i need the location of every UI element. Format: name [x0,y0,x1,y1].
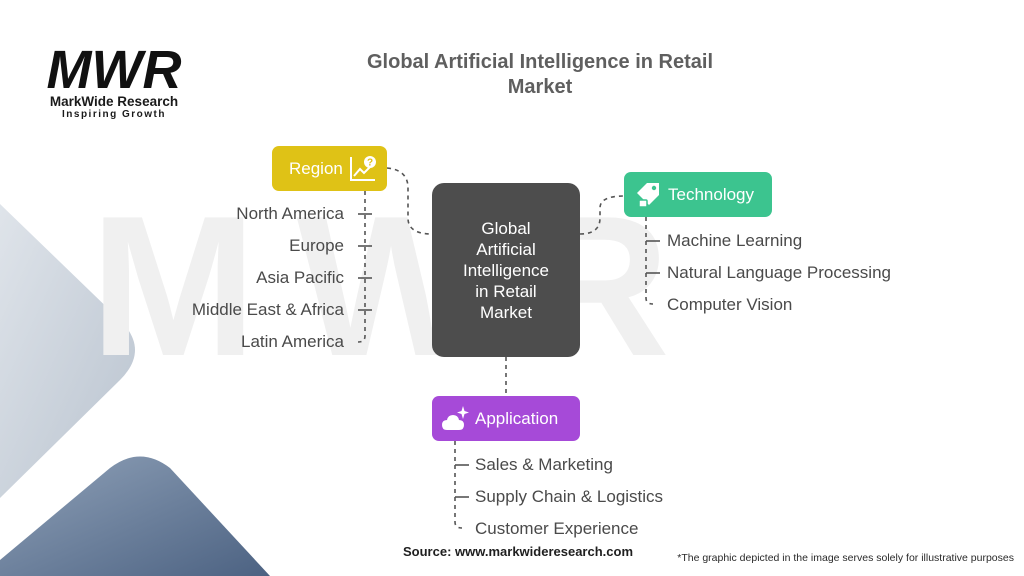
disclaimer-note: *The graphic depicted in the image serve… [677,552,1014,564]
application-label: Application [475,408,559,428]
application-pill: Application [432,396,580,441]
connector-region-rail [357,191,366,343]
title-line-2: Market [507,76,573,98]
connector-tech-center [579,195,625,235]
technology-item: Natural Language Processing [667,263,891,282]
technology-item: Machine Learning [667,231,803,250]
center-line: Intelligence [462,260,549,280]
application-item: Customer Experience [475,519,639,538]
technology-item: Computer Vision [667,295,793,314]
region-item: Europe [289,236,344,255]
center-line: in Retail [475,281,537,301]
connector-tech-rail [645,217,654,305]
region-label: Region [289,158,343,178]
chart-question-icon: ? [350,156,376,181]
region-item: North America [236,204,344,223]
region-item: Asia Pacific [256,268,344,287]
application-item: Sales & Marketing [475,455,613,474]
logo-tagline: Inspiring Growth [62,109,166,120]
brand-logo: MWR MarkWide Research Inspiring Growth [34,40,194,120]
center-title: Global Artificial Intelligence in Retail… [451,218,561,323]
logo-mark-icon: MWR [47,40,182,100]
region-item: Latin America [241,332,344,351]
svg-text:MWR: MWR [47,40,182,94]
bg-shape-light [0,204,135,498]
center-node: Global Artificial Intelligence in Retail… [432,183,580,357]
sparkle-cloud-icon [442,406,469,430]
application-item: Supply Chain & Logistics [475,487,664,506]
connector-region-center [386,167,433,235]
price-tag-icon [637,183,659,208]
source-text: Source: www.markwideresearch.com [403,544,634,559]
center-line: Artificial [476,239,536,259]
connector-app-rail [454,441,463,529]
technology-pill: Technology [624,172,772,217]
bg-shape-dark [0,456,270,576]
region-pill: Region ? [272,146,387,191]
center-line: Global [481,218,531,238]
region-item: Middle East & Africa [191,300,344,319]
page-title: Global Artificial Intelligence in Retail… [330,50,750,100]
technology-label: Technology [668,184,755,204]
svg-text:?: ? [367,158,373,169]
logo-name: MarkWide Research [49,94,179,109]
title-line-1: Global Artificial Intelligence in Retail [367,51,713,73]
center-line: Market [480,302,532,322]
